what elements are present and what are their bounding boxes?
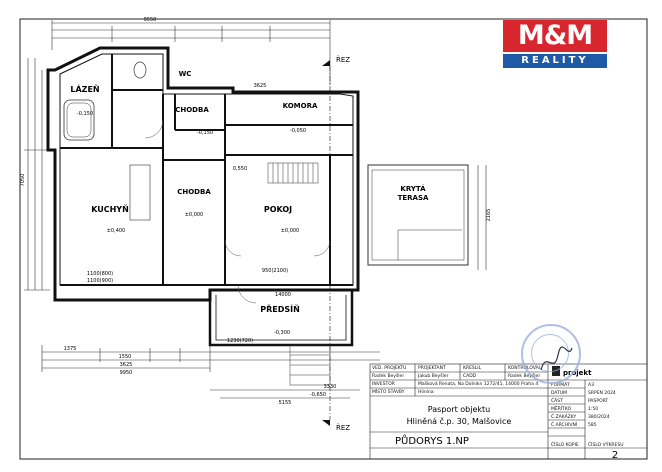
tb-prop-k-1: DATUM <box>551 390 567 396</box>
sheet-border <box>19 18 648 460</box>
left-dimensions <box>24 58 50 291</box>
entrance-steps <box>289 344 331 386</box>
room-terasa-1: KRYTÁ <box>400 184 426 193</box>
window-label-d: 1230(720) <box>227 338 253 344</box>
tb-prop-k-4: Č.ZAKÁZKY <box>551 413 577 420</box>
dim-top-total: 9550 <box>144 17 157 23</box>
tb-prop-v-2: PASPORT <box>588 398 608 404</box>
signature-mark <box>540 346 573 371</box>
section-arrows <box>322 60 330 426</box>
room-komora: KOMORA <box>283 102 318 110</box>
tb-name-1: Radek Beyšler <box>372 372 404 379</box>
room-chodba-top-level: -0,150 <box>197 130 213 136</box>
tb-prop-v-0: A3 <box>588 382 594 388</box>
tb-prop-v-5: 585 <box>588 422 597 428</box>
tb-stavba: Hlinina <box>418 389 434 395</box>
tb-cislo-vykresu-label: ČÍSLO VÝKRESU <box>588 441 624 448</box>
dim-top-a: 3625 <box>254 83 267 89</box>
tb-prop-v-4: 380/2024 <box>588 414 610 420</box>
tb-cislo-kopie-label: ČÍSLO KOPIE <box>551 441 579 448</box>
logo-bottom: REALITY <box>503 54 607 68</box>
window-label-c: 1100(900) <box>87 278 113 284</box>
terrace-outline <box>367 164 469 266</box>
room-pokoj: POKOJ <box>264 205 292 214</box>
vestibule-walls <box>208 290 354 347</box>
window-label-a: 1100(800) <box>87 271 113 277</box>
tb-drawing-name: PŮDORYS 1.NP <box>395 434 469 447</box>
room-predsin-level: -0,300 <box>274 330 290 336</box>
dim-bottom-total: 9950 <box>120 370 133 376</box>
tb-stavba-label: MÍSTO STAVBY <box>372 388 405 395</box>
room-chodba-level: ±0,000 <box>185 212 204 218</box>
toilet-shape <box>133 61 147 79</box>
dim-bottom-a: 3625 <box>120 362 133 368</box>
right-dimensions <box>477 165 487 270</box>
room-komora-level: -0,050 <box>290 128 306 134</box>
tb-prop-k-3: MĚŘÍTKO <box>551 404 572 412</box>
round-stamp <box>521 324 581 384</box>
tb-investor-label: INVESTOR <box>372 381 395 387</box>
bathtub-shape <box>63 99 95 141</box>
tb-prop-v-1: SRPEN 2024 <box>588 390 616 396</box>
dim-5155: 5155 <box>279 400 292 406</box>
tb-head-2: PROJEKTANT <box>418 365 446 371</box>
tb-prop-v-3: 1:50 <box>588 406 598 412</box>
tb-prop-k-5: Č.ARCHIVNÍ <box>551 421 578 428</box>
room-predsin: PŘEDSÍŇ <box>260 303 300 314</box>
tb-prop-k-2: ČÁST <box>551 397 563 404</box>
room-kuchyn-level: ±0,400 <box>107 228 126 234</box>
room-wc: WC <box>179 70 192 78</box>
room-lazen: LÁZEŇ <box>70 83 99 94</box>
room-chodba-top: CHODBA <box>175 106 209 114</box>
room-kuchyn: KUCHYŇ <box>91 203 129 214</box>
door-swings <box>144 119 331 304</box>
room-pokoj-level: ±0,000 <box>281 228 300 234</box>
logo-top: M&M <box>503 20 607 52</box>
title-block-text: VED. PROJEKTU PROJEKTANT KRESLIL KONTROL… <box>372 365 624 448</box>
tb-name-3: CADD <box>463 373 477 379</box>
section-label-bottom: ŘEZ <box>336 423 350 432</box>
window-label-b: 950(2100) <box>262 268 288 274</box>
tb-project-1: Pasport objektu <box>428 405 490 414</box>
dim-14000: 14000 <box>275 292 291 298</box>
kitchen-counter <box>129 164 151 221</box>
tb-drawing-number: 2 <box>612 450 618 461</box>
mm-reality-logo: M&M REALITY <box>503 20 607 68</box>
bottom-dimensions <box>41 345 380 399</box>
tb-head-3: KRESLIL <box>463 365 482 371</box>
level-outside: -0,650 <box>310 392 326 398</box>
room-lazen-level: -0,150 <box>77 111 93 117</box>
stair-shape <box>267 162 319 184</box>
dim-1375: 1375 <box>64 346 77 352</box>
dim-1550: 1550 <box>119 354 132 360</box>
level-label-550: 0,550 <box>233 166 247 172</box>
tb-prop-k-0: FORMÁT <box>551 381 570 388</box>
tb-name-4: Radek Beyšler <box>508 372 540 379</box>
tb-name-2: Jakub Beyšler <box>417 372 449 379</box>
room-terasa-2: TERASA <box>398 194 429 202</box>
room-chodba: CHODBA <box>177 188 211 196</box>
tb-head-1: VED. PROJEKTU <box>372 365 406 371</box>
company-name: projekt <box>563 369 592 377</box>
tb-project-2: Hliněná č.p. 30, Malšovice <box>407 416 512 426</box>
dim-right-b: 2165 <box>486 209 492 222</box>
dim-left-a: 7050 <box>20 174 26 187</box>
tb-investor: Mašková Renata, Na Dolnikn 1272/41, 1400… <box>418 380 538 387</box>
section-label-top: ŘEZ <box>336 55 350 64</box>
top-dimensions <box>51 20 331 85</box>
